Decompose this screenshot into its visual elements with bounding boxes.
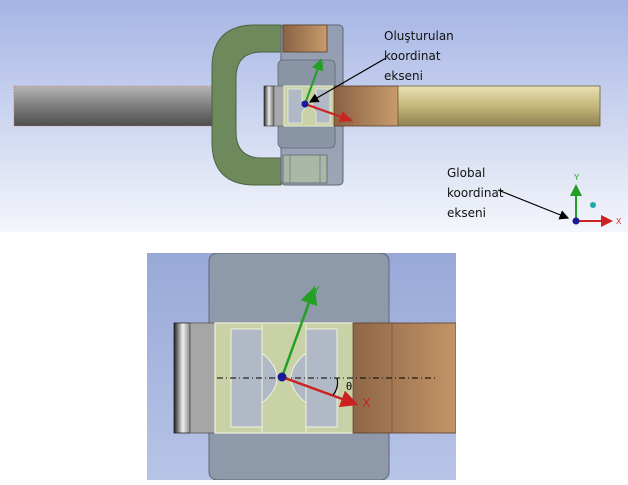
global-coordinate-triad: Y X: [570, 173, 622, 227]
angle-label: θ: [346, 381, 352, 393]
global-y-label: Y: [574, 173, 580, 182]
created-x-axis: [304, 103, 352, 123]
detail-x-label: X: [362, 395, 371, 410]
right-shaft: [397, 85, 601, 127]
created-coordinate-system: Y X: [301, 58, 354, 125]
c-clamp: [211, 24, 282, 186]
created-y-label: Y: [320, 62, 325, 69]
created-cs-caption: Oluşturulan koordinat ekseni: [384, 26, 454, 86]
assembly-overview: Y X Y X Oluşturulan koordinat ekseni Glo…: [0, 0, 628, 232]
global-cs-leader: [497, 189, 570, 220]
created-x-label: X: [348, 116, 354, 125]
detail-x-axis: [281, 375, 359, 408]
assembly-overview-canvas: Y X Y X: [0, 0, 628, 232]
detail-view: Y X θ: [147, 252, 457, 481]
global-z-indicator: [590, 202, 596, 208]
created-cs-leader: [308, 57, 387, 103]
detail-y-axis: [280, 286, 318, 378]
global-cs-caption: Global koordinat ekseni: [447, 163, 504, 223]
created-cs-caption-line1: Oluşturulan: [384, 29, 454, 43]
created-cs-caption-line2: koordinat: [384, 49, 441, 63]
angle-arc: [332, 377, 339, 396]
left-shaft: [13, 85, 219, 127]
created-y-axis: [304, 58, 324, 105]
global-x-label: X: [616, 217, 622, 226]
wood-section: [333, 85, 399, 127]
detail-view-canvas: Y X θ: [147, 252, 457, 481]
global-cs-caption-line3: ekseni: [447, 206, 486, 220]
detail-origin: [277, 372, 287, 382]
detail-y-label: Y: [313, 285, 320, 296]
created-cs-caption-line3: ekseni: [384, 69, 423, 83]
detail-gray-section: [189, 322, 216, 434]
global-cs-caption-line1: Global: [447, 166, 486, 180]
shaft-collar: [263, 85, 275, 127]
lower-strip: [282, 154, 328, 184]
global-cs-caption-line2: koordinat: [447, 186, 504, 200]
global-origin: [572, 217, 580, 225]
detail-collar: [173, 322, 191, 434]
created-origin: [301, 100, 309, 108]
